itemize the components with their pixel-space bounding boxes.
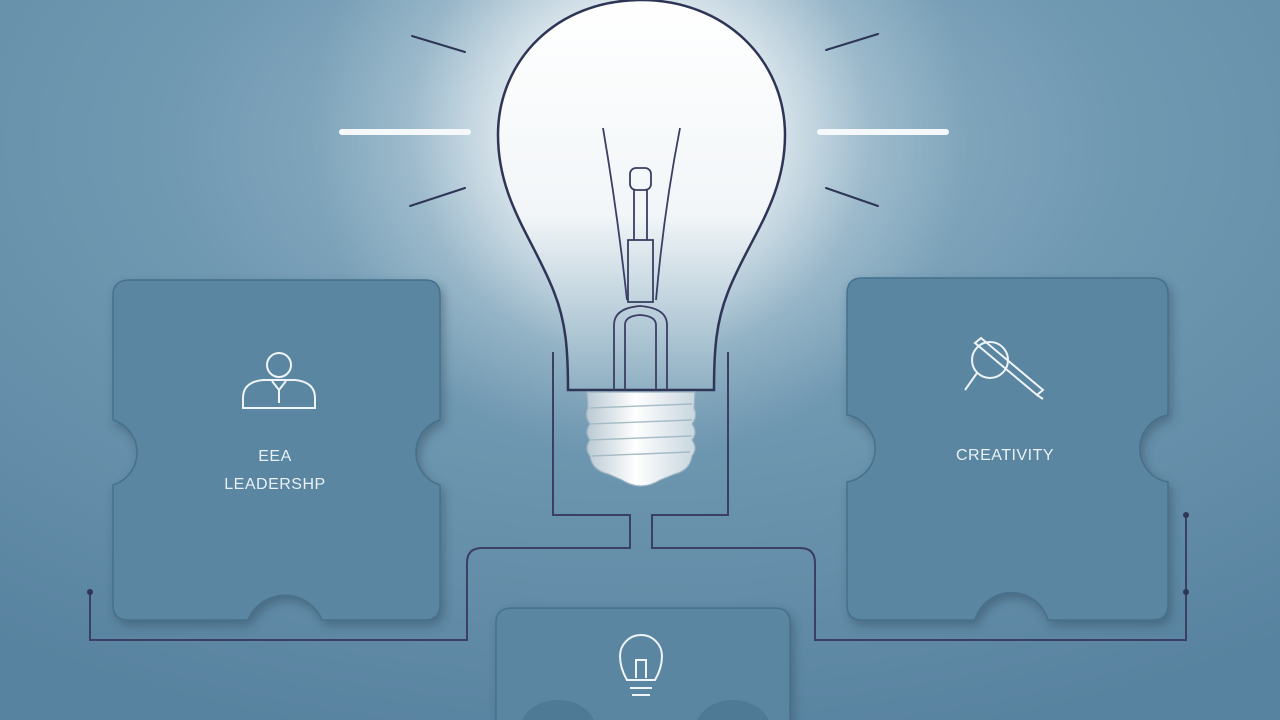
puzzle-piece-creativity (846, 277, 1169, 621)
leadership-label: LEADERSHP (224, 476, 326, 493)
leadership-label-top: EEA (258, 448, 292, 465)
light-rays (339, 33, 949, 207)
connector-lines (89, 352, 1187, 641)
lightbulb-small-icon (618, 634, 664, 696)
puzzle-piece-bottom (495, 607, 791, 720)
creativity-label: CREATIVITY (955, 447, 1055, 464)
puzzle-piece-leadership (112, 279, 441, 621)
person-icon (242, 352, 316, 409)
lightbulb-icon (496, 0, 787, 487)
magnifier-pencil-icon (964, 336, 1045, 400)
